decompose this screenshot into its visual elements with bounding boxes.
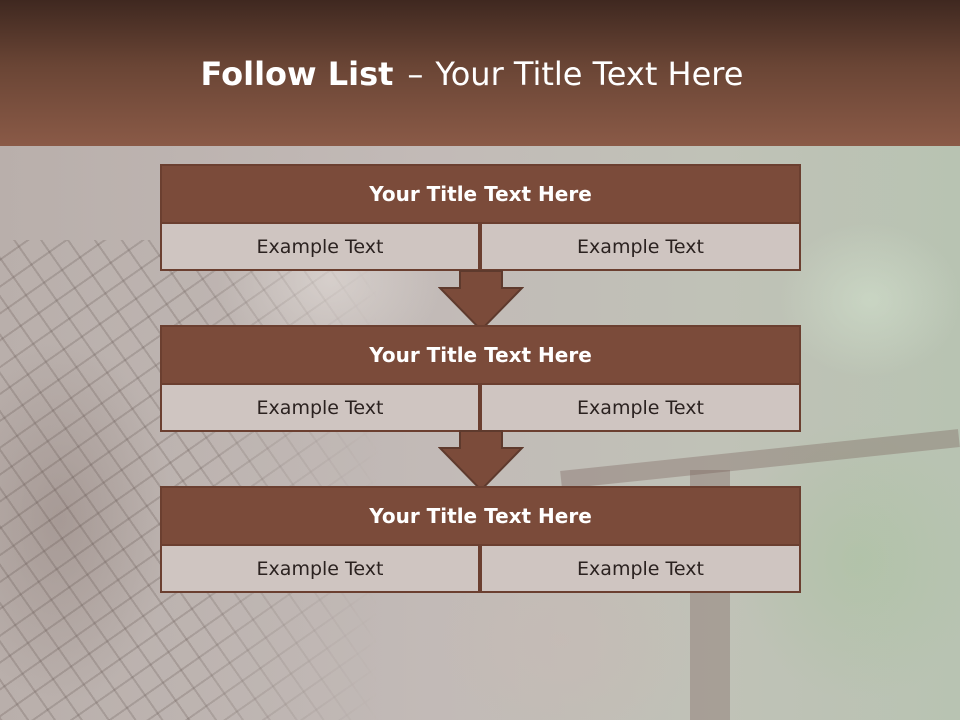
block-cell-right: Example Text: [480, 383, 801, 432]
block-title: Your Title Text Here: [160, 325, 801, 385]
block-title: Your Title Text Here: [160, 486, 801, 546]
list-block-1: Your Title Text Here Example Text Exampl…: [160, 164, 801, 271]
block-cell-left: Example Text: [160, 383, 480, 432]
block-cell-left: Example Text: [160, 222, 480, 271]
title-banner: Follow List–Your Title Text Here: [0, 0, 960, 146]
railing: [560, 429, 960, 489]
slide-title: Follow List–Your Title Text Here: [0, 55, 944, 93]
slide-title-rest: Your Title Text Here: [435, 55, 744, 93]
down-arrow-icon: [438, 430, 524, 492]
block-title: Your Title Text Here: [160, 164, 801, 224]
hammock-net: [0, 240, 380, 720]
slide-title-dash: –: [407, 55, 424, 93]
slide-title-bold: Follow List: [200, 55, 394, 93]
block-cell-left: Example Text: [160, 544, 480, 593]
block-cell-right: Example Text: [480, 544, 801, 593]
list-block-3: Your Title Text Here Example Text Exampl…: [160, 486, 801, 593]
list-block-2: Your Title Text Here Example Text Exampl…: [160, 325, 801, 432]
block-cell-right: Example Text: [480, 222, 801, 271]
down-arrow-icon: [438, 270, 524, 332]
